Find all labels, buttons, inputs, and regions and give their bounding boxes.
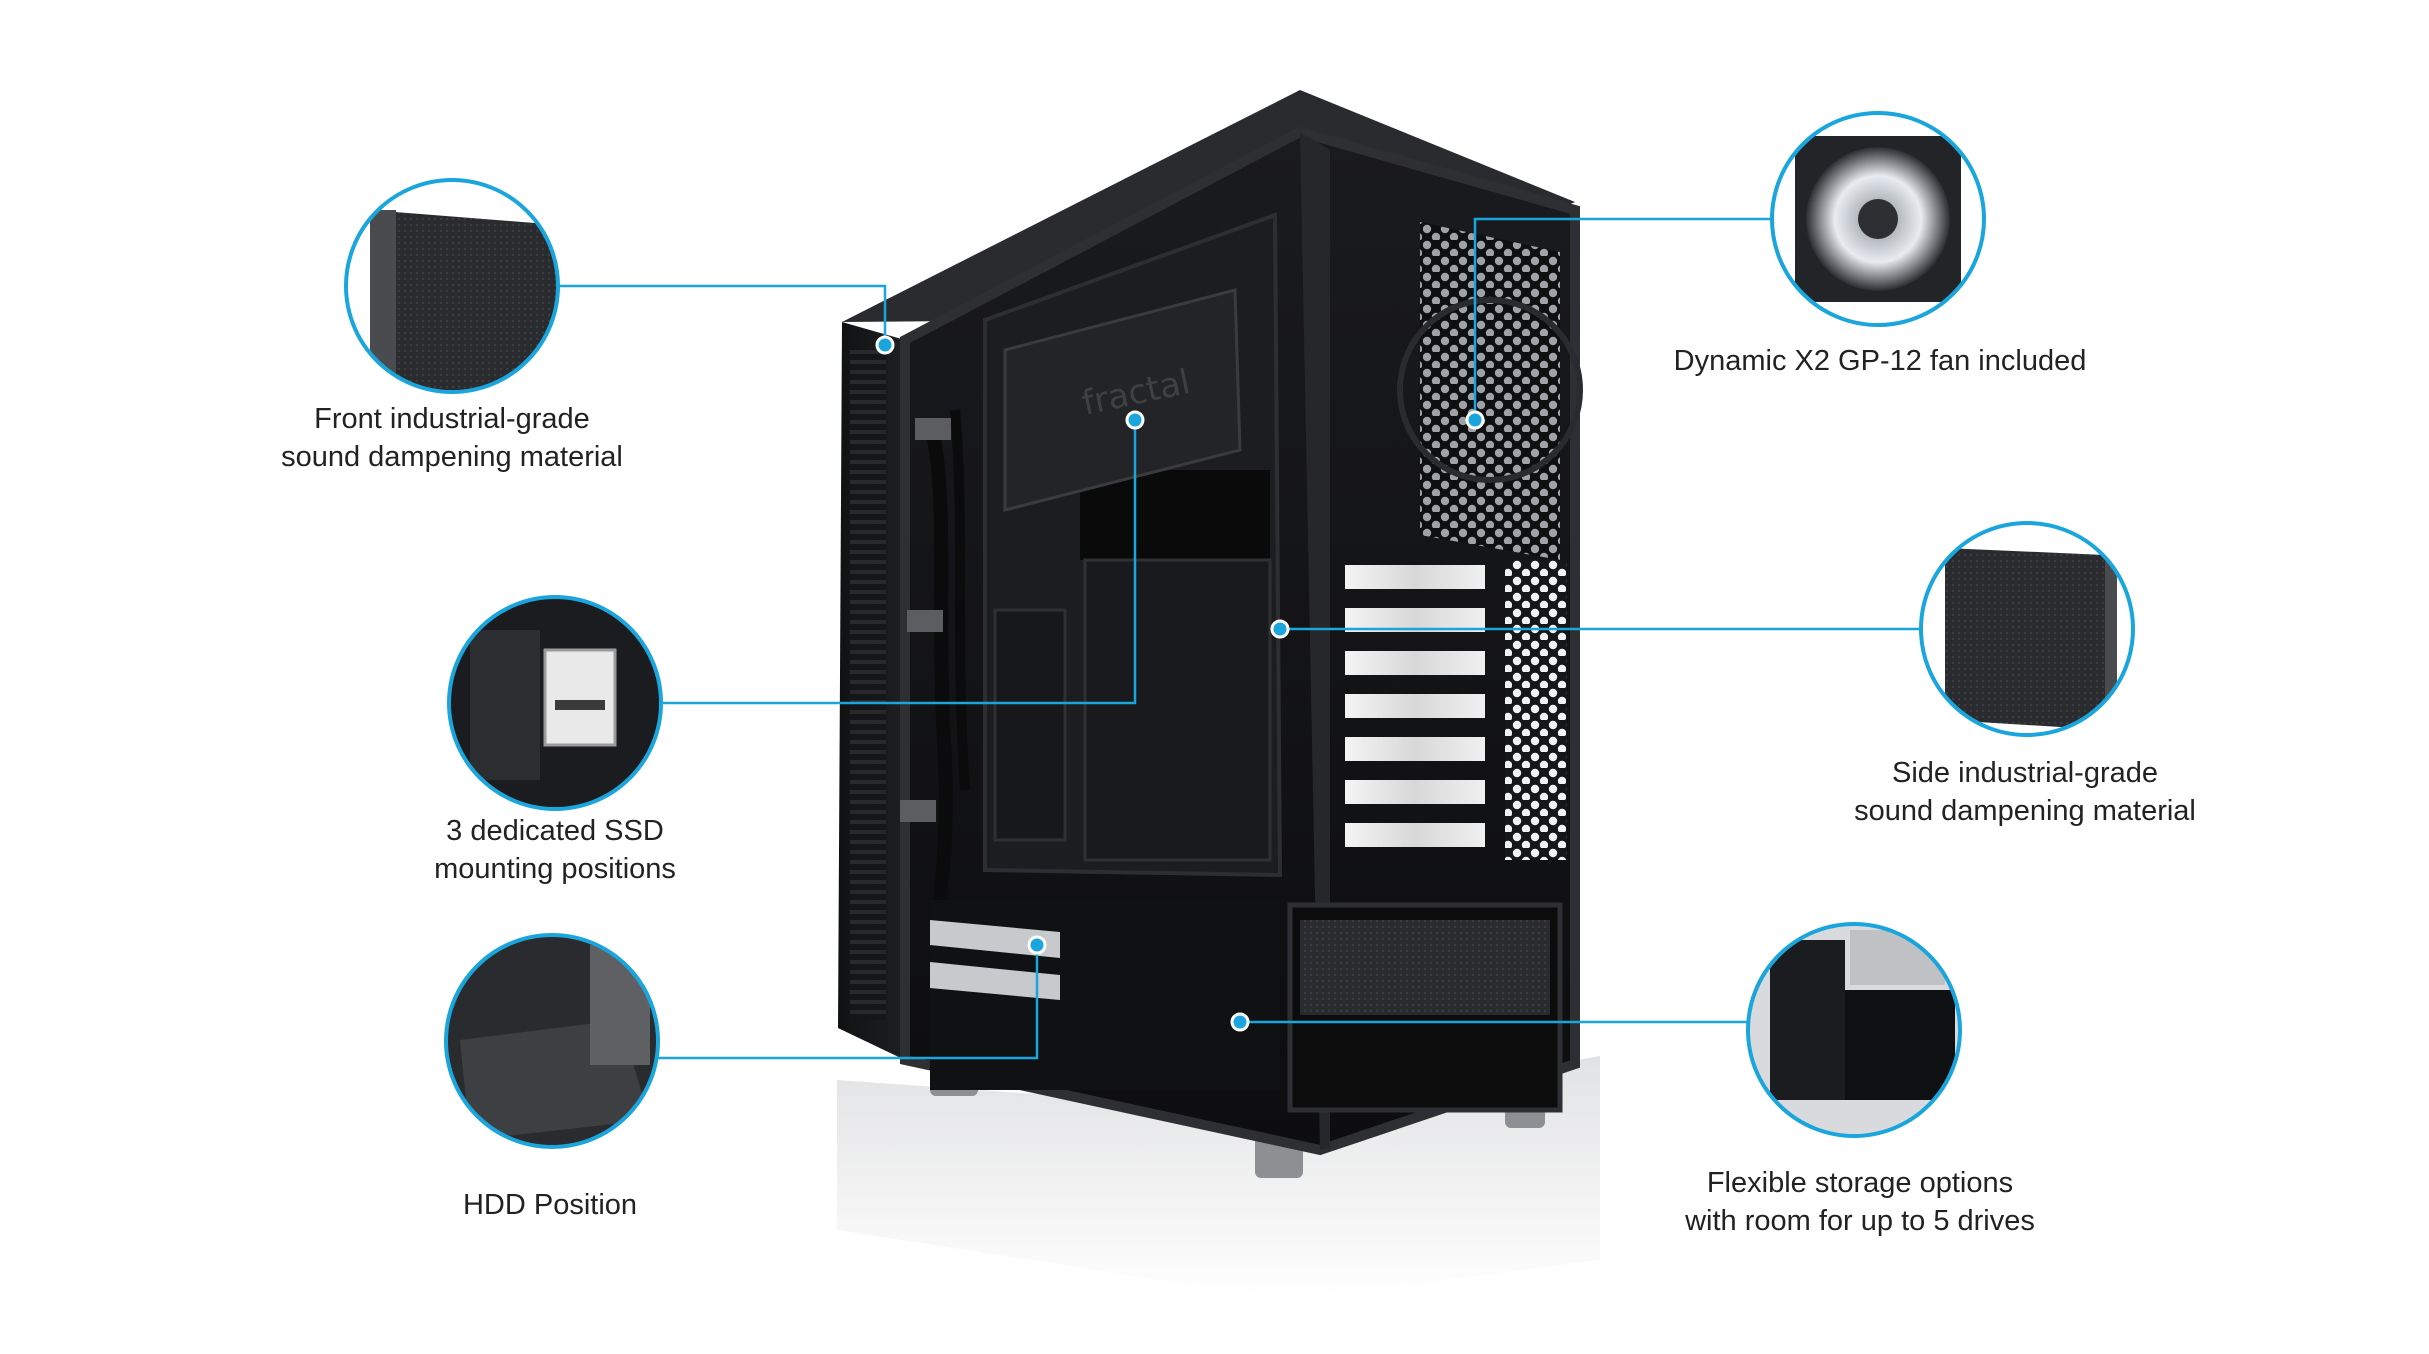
callout-anchors <box>875 335 1485 1032</box>
caption-fan: Dynamic X2 GP-12 fan included <box>1640 342 2120 380</box>
caption-line: 3 dedicated SSD <box>446 815 664 847</box>
caption-line: HDD Position <box>462 1189 638 1221</box>
caption-line: Front industrial-grade <box>314 403 590 435</box>
caption-line: Dynamic X2 GP-12 fan included <box>1673 345 2087 377</box>
caption-line: with room for up to 5 drives <box>1685 1205 2035 1237</box>
callout-lines <box>558 217 1922 1060</box>
thumb-fan <box>1770 111 1986 327</box>
thumb-hdd-position <box>444 933 660 1149</box>
thumb-side-panel <box>1919 521 2135 737</box>
hdd-sleds <box>930 920 1060 1000</box>
caption-line: Flexible storage options <box>1706 1167 2014 1199</box>
thumb-ssd-mounts <box>447 595 663 811</box>
caption-hdd-position: HDD Position <box>400 1186 700 1224</box>
caption-line: mounting positions <box>434 853 676 885</box>
caption-line: Side industrial-grade <box>1892 757 2158 789</box>
caption-line: sound dampening material <box>281 441 623 473</box>
thumb-front-panel <box>344 178 560 394</box>
caption-front-panel: Front industrial-grade sound dampening m… <box>262 400 642 476</box>
pc-case: fractal <box>838 90 1583 1156</box>
caption-storage: Flexible storage options with room for u… <box>1660 1164 2060 1240</box>
thumb-storage <box>1746 922 1962 1138</box>
caption-ssd-mounts: 3 dedicated SSD mounting positions <box>405 812 705 888</box>
caption-side-panel: Side industrial-grade sound dampening ma… <box>1840 754 2210 830</box>
caption-line: sound dampening material <box>1854 795 2196 827</box>
